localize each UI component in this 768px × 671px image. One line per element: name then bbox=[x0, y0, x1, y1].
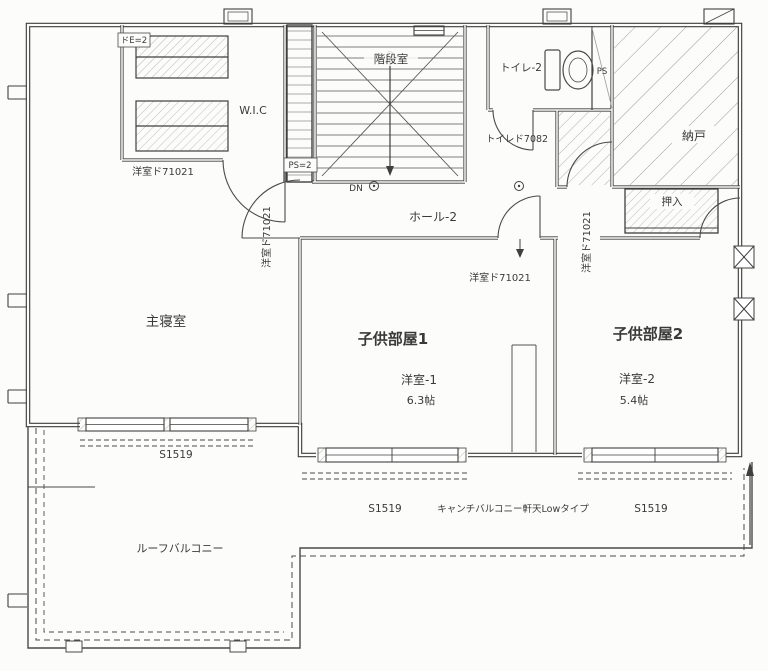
ps-shaft-diagonal bbox=[591, 27, 613, 109]
label-hall: ホール-2 bbox=[409, 210, 457, 224]
label-door-spec-room1: 洋室ド71021 bbox=[469, 271, 531, 284]
right-wall-vents bbox=[733, 245, 755, 321]
label-door-spec-master: 洋室ド71021 bbox=[260, 206, 273, 268]
de2-label-box bbox=[117, 32, 151, 48]
label-western-room2-size: 5.4帖 bbox=[620, 394, 649, 407]
arrow-up-icon bbox=[746, 462, 754, 476]
window-room1 bbox=[302, 446, 470, 480]
oshiire-closet bbox=[624, 188, 719, 234]
label-ps2: PS=2 bbox=[288, 161, 311, 171]
label-window-room1: S1519 bbox=[368, 503, 401, 515]
label-toilet-door-spec: トイレド7082 bbox=[486, 134, 548, 145]
toilet-door-arc bbox=[492, 109, 534, 151]
master-door-arc bbox=[241, 179, 301, 239]
door-swing-arrow bbox=[516, 239, 524, 258]
storage-door-arc bbox=[566, 141, 613, 188]
label-door-spec-wic: 洋室ド71021 bbox=[132, 165, 194, 178]
ps2-label-box bbox=[283, 157, 318, 173]
label-kids-room2: 子供部屋2 bbox=[613, 325, 683, 343]
room1-door-arc bbox=[497, 195, 541, 239]
label-de2: ドE=2 bbox=[121, 36, 147, 46]
marker-icons bbox=[369, 181, 524, 191]
arrow-down-icon bbox=[386, 166, 394, 176]
door-arcs bbox=[222, 109, 741, 239]
label-master-bedroom: 主寝室 bbox=[146, 313, 187, 330]
window-master bbox=[77, 416, 257, 447]
label-window-master: S1519 bbox=[159, 449, 192, 461]
label-western-room2: 洋室-2 bbox=[619, 371, 655, 386]
balcony-outline bbox=[27, 425, 753, 653]
top-wall-vents bbox=[223, 8, 735, 36]
label-western-room1: 洋室-1 bbox=[401, 372, 437, 387]
north-arrow bbox=[746, 462, 754, 545]
label-roof-balcony: ルーフバルコニー bbox=[136, 542, 223, 555]
arrow-down-icon bbox=[516, 249, 524, 258]
label-kids-room1: 子供部屋1 bbox=[358, 330, 428, 348]
toilet-fixture bbox=[544, 49, 594, 91]
room1-column bbox=[511, 344, 537, 452]
label-stair-room: 階段室 bbox=[374, 52, 409, 66]
text-labels: ドE=2 W.I.C 洋室ド71021 PS=2 階段室 DN トイレ-2 PS… bbox=[121, 36, 706, 555]
window-room2 bbox=[578, 446, 732, 480]
label-oshiire: 押入 bbox=[662, 195, 683, 208]
label-dn: DN bbox=[349, 184, 363, 194]
label-ps: PS bbox=[597, 67, 608, 77]
label-storage: 納戸 bbox=[682, 129, 706, 143]
left-wall-ticks bbox=[7, 85, 27, 608]
stair-label-bg bbox=[364, 51, 418, 66]
label-balcony-note: キャンチバルコニー軒天Lowタイプ bbox=[437, 504, 589, 515]
room2-door-arc bbox=[699, 197, 741, 239]
wic-door-arc bbox=[222, 159, 286, 223]
interior-walls bbox=[120, 25, 740, 455]
exterior-walls bbox=[25, 22, 743, 458]
label-toilet: トイレ-2 bbox=[500, 62, 542, 74]
label-western-room1-size: 6.3帖 bbox=[407, 394, 436, 407]
label-window-room2: S1519 bbox=[634, 503, 667, 515]
pipe-shaft-column bbox=[286, 24, 313, 183]
label-wic: W.I.C bbox=[239, 104, 267, 117]
storage-floor-hatch bbox=[559, 27, 738, 185]
storage-label-bg bbox=[672, 126, 716, 143]
wic-closets bbox=[135, 35, 229, 152]
label-door-spec-room2: 洋室ド71021 bbox=[580, 211, 593, 273]
